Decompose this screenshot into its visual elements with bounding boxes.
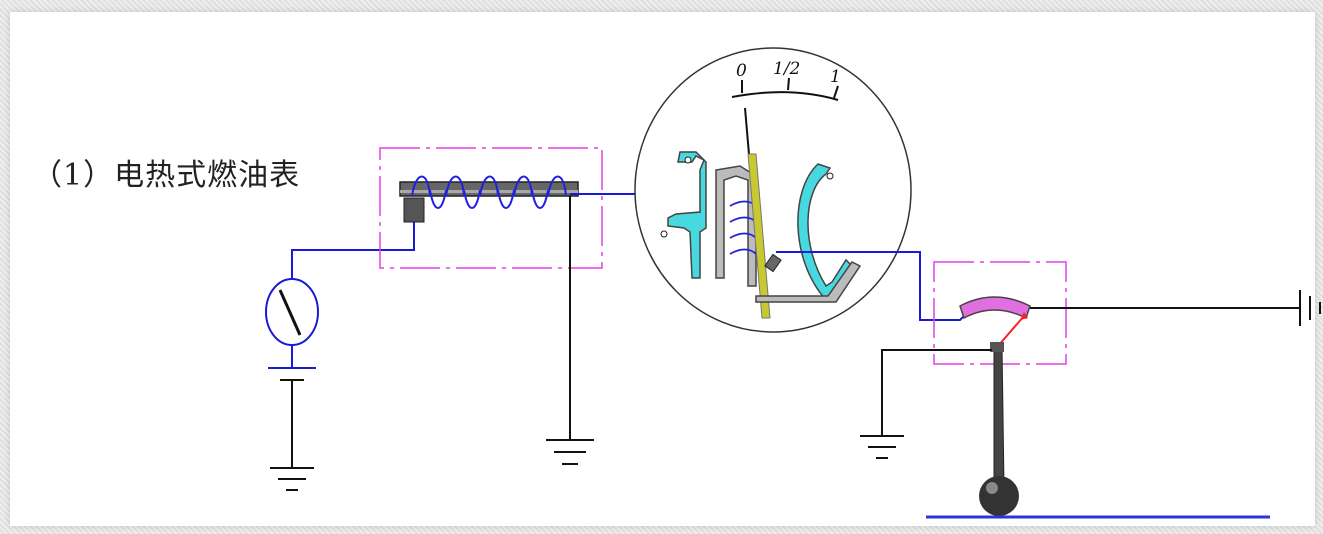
float-ball [979,476,1019,516]
wire-sensor-to-ground-right [1030,290,1321,326]
ground-symbol-left [270,467,314,491]
bimetal-strip-regulator [399,181,579,223]
diagram-caption: （1）电热式燃油表 [32,158,301,193]
sensor-slider [997,312,1028,347]
regulator-dash-box [379,147,603,269]
fuel-gauge-dial [634,47,912,333]
scale-label-full: 1 [830,67,841,87]
wire-gauge-to-sensor [776,251,969,321]
scale-label-empty: 0 [736,61,747,81]
sensor-resistor [959,296,1031,320]
wire-switch-to-heater [291,220,415,279]
scale-label-half: 1/2 [773,59,800,79]
heating-coil-regulator [411,175,567,209]
left-bracket [660,151,707,279]
battery-symbol [268,345,316,468]
ground-wire-sensor [860,349,992,459]
ground-wire-center [546,196,594,465]
indicator-needle [747,153,782,319]
base-link [755,261,862,303]
ignition-switch [265,278,319,346]
heating-coil-gauge [729,200,757,255]
gauge-scale: 0 1/2 1 [731,59,841,101]
